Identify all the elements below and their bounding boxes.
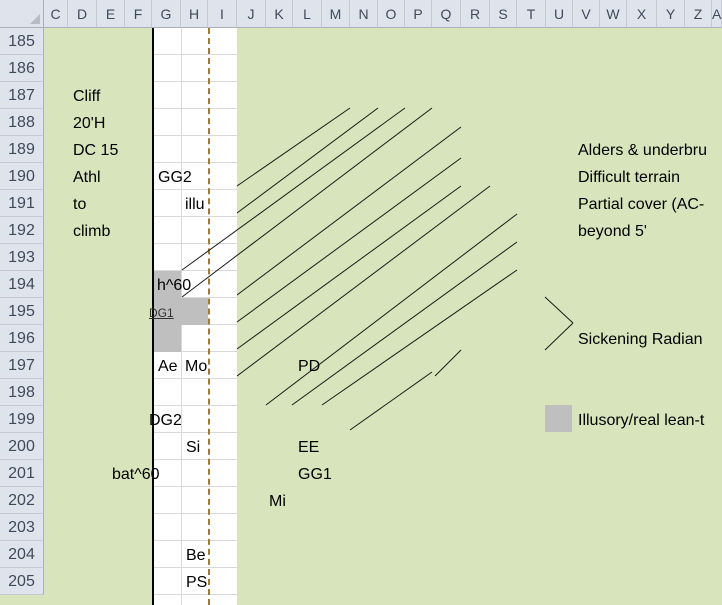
row-header-204[interactable]: 204 (0, 541, 44, 568)
row-header-193[interactable]: 193 (0, 244, 44, 271)
column-header-s[interactable]: S (490, 0, 517, 28)
column-header-v[interactable]: V (573, 0, 600, 28)
cell-ee[interactable]: EE (298, 439, 320, 456)
column-header-n[interactable]: N (350, 0, 378, 28)
column-header-k[interactable]: K (266, 0, 293, 28)
column-header-e[interactable]: E (97, 0, 125, 28)
row-header-189[interactable]: 189 (0, 136, 44, 163)
row-header-198[interactable]: 198 (0, 379, 44, 406)
note-difficult[interactable]: Difficult terrain (578, 169, 680, 186)
gray-cell-g195[interactable] (154, 298, 208, 325)
cell-athl[interactable]: Athl (73, 169, 101, 186)
column-header-z[interactable]: Z (685, 0, 712, 28)
cell-mo[interactable]: Mo (185, 358, 208, 375)
cell-cliff[interactable]: Cliff (73, 88, 101, 105)
cell-dc[interactable]: DC 15 (73, 142, 119, 159)
legend-gray-swatch (545, 405, 572, 432)
cell-h60[interactable]: h^60 (157, 277, 192, 294)
column-header-m[interactable]: M (322, 0, 350, 28)
cell-pd[interactable]: PD (298, 358, 321, 375)
column-header-i[interactable]: I (208, 0, 237, 28)
select-all-triangle-icon (30, 14, 40, 24)
cliff-edge-line (152, 28, 154, 605)
cell-dg1[interactable]: DG1 (149, 306, 174, 320)
gray-cell-g194[interactable] (154, 271, 181, 298)
cell-illu[interactable]: illu (185, 196, 205, 213)
column-header-a[interactable]: A (712, 0, 722, 28)
cell-to[interactable]: to (73, 196, 87, 213)
cell-gg1[interactable]: GG1 (298, 466, 332, 483)
row-header-190[interactable]: 190 (0, 163, 44, 190)
cell-height[interactable]: 20'H (73, 115, 106, 132)
row-header-196[interactable]: 196 (0, 325, 44, 352)
column-header-o[interactable]: O (378, 0, 405, 28)
row-header-202[interactable]: 202 (0, 487, 44, 514)
row-header-192[interactable]: 192 (0, 217, 44, 244)
column-header-t[interactable]: T (517, 0, 546, 28)
note-beyond[interactable]: beyond 5' (578, 223, 647, 240)
row-header-200[interactable]: 200 (0, 433, 44, 460)
column-header-f[interactable]: F (125, 0, 152, 28)
cell-ae[interactable]: Ae (158, 358, 178, 375)
cell-si[interactable]: Si (186, 439, 201, 456)
row-header-197[interactable]: 197 (0, 352, 44, 379)
column-header-u[interactable]: U (546, 0, 573, 28)
cell-bat60[interactable]: bat^60 (112, 466, 160, 483)
row-header-185[interactable]: 185 (0, 28, 44, 55)
note-alders[interactable]: Alders & underbru (578, 142, 707, 159)
row-header-195[interactable]: 195 (0, 298, 44, 325)
column-header-d[interactable]: D (68, 0, 97, 28)
row-header-199[interactable]: 199 (0, 406, 44, 433)
column-header-r[interactable]: R (461, 0, 490, 28)
row-header-191[interactable]: 191 (0, 190, 44, 217)
select-all-corner[interactable] (0, 0, 44, 28)
column-header-w[interactable]: W (600, 0, 627, 28)
column-header-y[interactable]: Y (657, 0, 685, 28)
note-partial[interactable]: Partial cover (AC- (578, 196, 705, 213)
column-header-j[interactable]: J (237, 0, 266, 28)
cell-ps[interactable]: PS (186, 574, 208, 591)
cell-climb[interactable]: climb (73, 223, 111, 240)
cell-be[interactable]: Be (186, 547, 206, 564)
column-header-g[interactable]: G (152, 0, 181, 28)
column-header-q[interactable]: Q (432, 0, 461, 28)
row-header-203[interactable]: 203 (0, 514, 44, 541)
note-sickening[interactable]: Sickening Radian (578, 331, 703, 348)
cell-dg2[interactable]: DG2 (149, 412, 182, 429)
row-header-187[interactable]: 187 (0, 82, 44, 109)
column-header-x[interactable]: X (627, 0, 657, 28)
dashed-boundary-line (208, 28, 210, 605)
column-header-l[interactable]: L (293, 0, 322, 28)
column-header-c[interactable]: C (44, 0, 68, 28)
note-illusory[interactable]: Illusory/real lean-t (578, 412, 705, 429)
gray-cell-g196[interactable] (154, 325, 181, 352)
column-header-h[interactable]: H (181, 0, 208, 28)
row-header-201[interactable]: 201 (0, 460, 44, 487)
cell-mi[interactable]: Mi (269, 493, 286, 510)
cell-gg2[interactable]: GG2 (158, 169, 192, 186)
row-header-194[interactable]: 194 (0, 271, 44, 298)
row-header-205[interactable]: 205 (0, 568, 44, 595)
row-header-188[interactable]: 188 (0, 109, 44, 136)
row-header-186[interactable]: 186 (0, 55, 44, 82)
column-header-p[interactable]: P (405, 0, 432, 28)
